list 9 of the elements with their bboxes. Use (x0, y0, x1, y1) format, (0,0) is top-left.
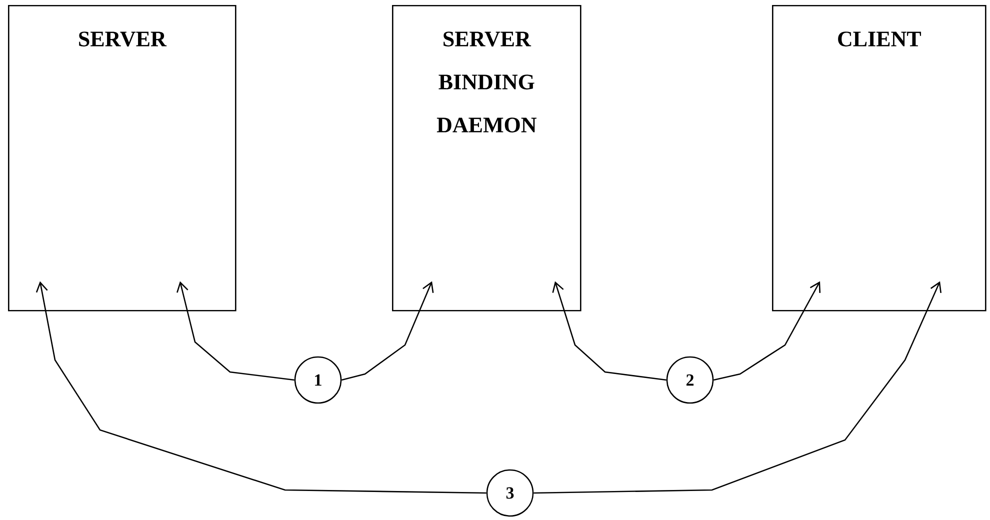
arrow (714, 281, 821, 381)
process-box: SERVER BINDING DAEMON (392, 5, 582, 312)
process-box: CLIENT (772, 5, 986, 312)
arrow (36, 281, 486, 494)
process-box: SERVER (8, 5, 236, 312)
arrow (552, 281, 666, 381)
arrow (176, 281, 294, 381)
arrow (534, 281, 942, 494)
arrow (342, 281, 434, 381)
